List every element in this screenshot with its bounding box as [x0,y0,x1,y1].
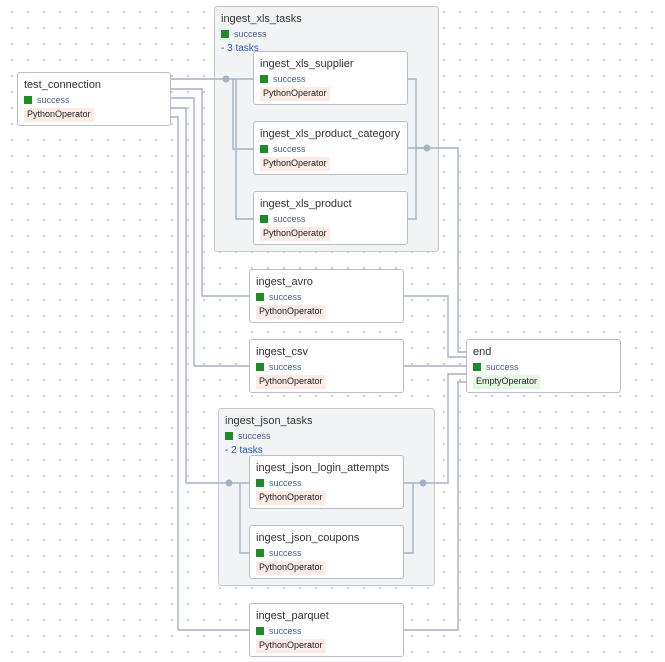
edge-ingest-avro-to-end [404,295,466,358]
status-text: success [238,431,271,441]
operator-badge: PythonOperator [256,305,326,319]
task-title: ingest_parquet [256,610,329,622]
task-status: success [256,548,302,558]
status-square-icon [256,479,264,487]
status-text: success [269,548,302,558]
status-text: success [273,144,306,154]
group-status: success [225,431,271,441]
task-node-ingest-xls-product-category[interactable]: ingest_xls_product_category success Pyth… [253,121,408,175]
task-node-ingest-xls-supplier[interactable]: ingest_xls_supplier success PythonOperat… [253,51,408,105]
status-text: success [273,74,306,84]
status-square-icon [256,627,264,635]
task-title: ingest_xls_product [260,198,352,210]
operator-badge: PythonOperator [260,87,330,101]
task-node-ingest-xls-product[interactable]: ingest_xls_product success PythonOperato… [253,191,408,245]
task-node-ingest-csv[interactable]: ingest_csv success PythonOperator [249,339,404,393]
task-status: success [260,214,306,224]
task-node-end[interactable]: end success EmptyOperator [466,339,621,393]
task-node-ingest-avro[interactable]: ingest_avro success PythonOperator [249,269,404,323]
status-text: success [37,95,70,105]
task-status: success [473,362,519,372]
task-status: success [256,478,302,488]
task-status: success [260,74,306,84]
task-status: success [256,626,302,636]
operator-badge: PythonOperator [256,375,326,389]
task-title: ingest_avro [256,276,313,288]
status-square-icon [256,293,264,301]
status-square-icon [473,363,481,371]
operator-badge: PythonOperator [256,491,326,505]
group-title: ingest_xls_tasks [221,13,302,25]
group-title: ingest_json_tasks [225,415,313,427]
task-title: ingest_xls_supplier [260,58,354,70]
task-status: success [256,362,302,372]
task-title: ingest_csv [256,346,308,358]
operator-badge: PythonOperator [256,561,326,575]
status-text: success [269,292,302,302]
operator-badge: PythonOperator [260,227,330,241]
task-title: ingest_json_login_attempts [256,462,390,474]
status-text: success [269,362,302,372]
status-square-icon [256,549,264,557]
status-square-icon [260,145,268,153]
status-square-icon [260,75,268,83]
status-text: success [234,29,267,39]
status-text: success [273,214,306,224]
task-status: success [260,144,306,154]
status-square-icon [256,363,264,371]
task-title: test_connection [24,79,102,91]
status-text: success [486,362,519,372]
operator-badge: PythonOperator [260,157,330,171]
task-node-ingest-json-login-attempts[interactable]: ingest_json_login_attempts success Pytho… [249,455,404,509]
task-status: success [24,95,70,105]
operator-badge: PythonOperator [24,108,94,122]
task-title: end [473,346,492,358]
group-status: success [221,29,267,39]
task-node-ingest-json-coupons[interactable]: ingest_json_coupons success PythonOperat… [249,525,404,579]
task-node-ingest-parquet[interactable]: ingest_parquet success PythonOperator [249,603,404,657]
status-square-icon [221,30,229,38]
status-square-icon [260,215,268,223]
status-text: success [269,478,302,488]
group-task-count[interactable]: - 3 tasks [221,43,259,54]
task-title: ingest_xls_product_category [260,128,401,140]
task-node-test-connection[interactable]: test_connection success PythonOperator [17,72,171,126]
task-title: ingest_json_coupons [256,532,360,544]
operator-badge: PythonOperator [256,639,326,653]
operator-badge: EmptyOperator [473,375,541,389]
status-square-icon [24,96,32,104]
status-text: success [269,626,302,636]
task-status: success [256,292,302,302]
status-square-icon [225,432,233,440]
